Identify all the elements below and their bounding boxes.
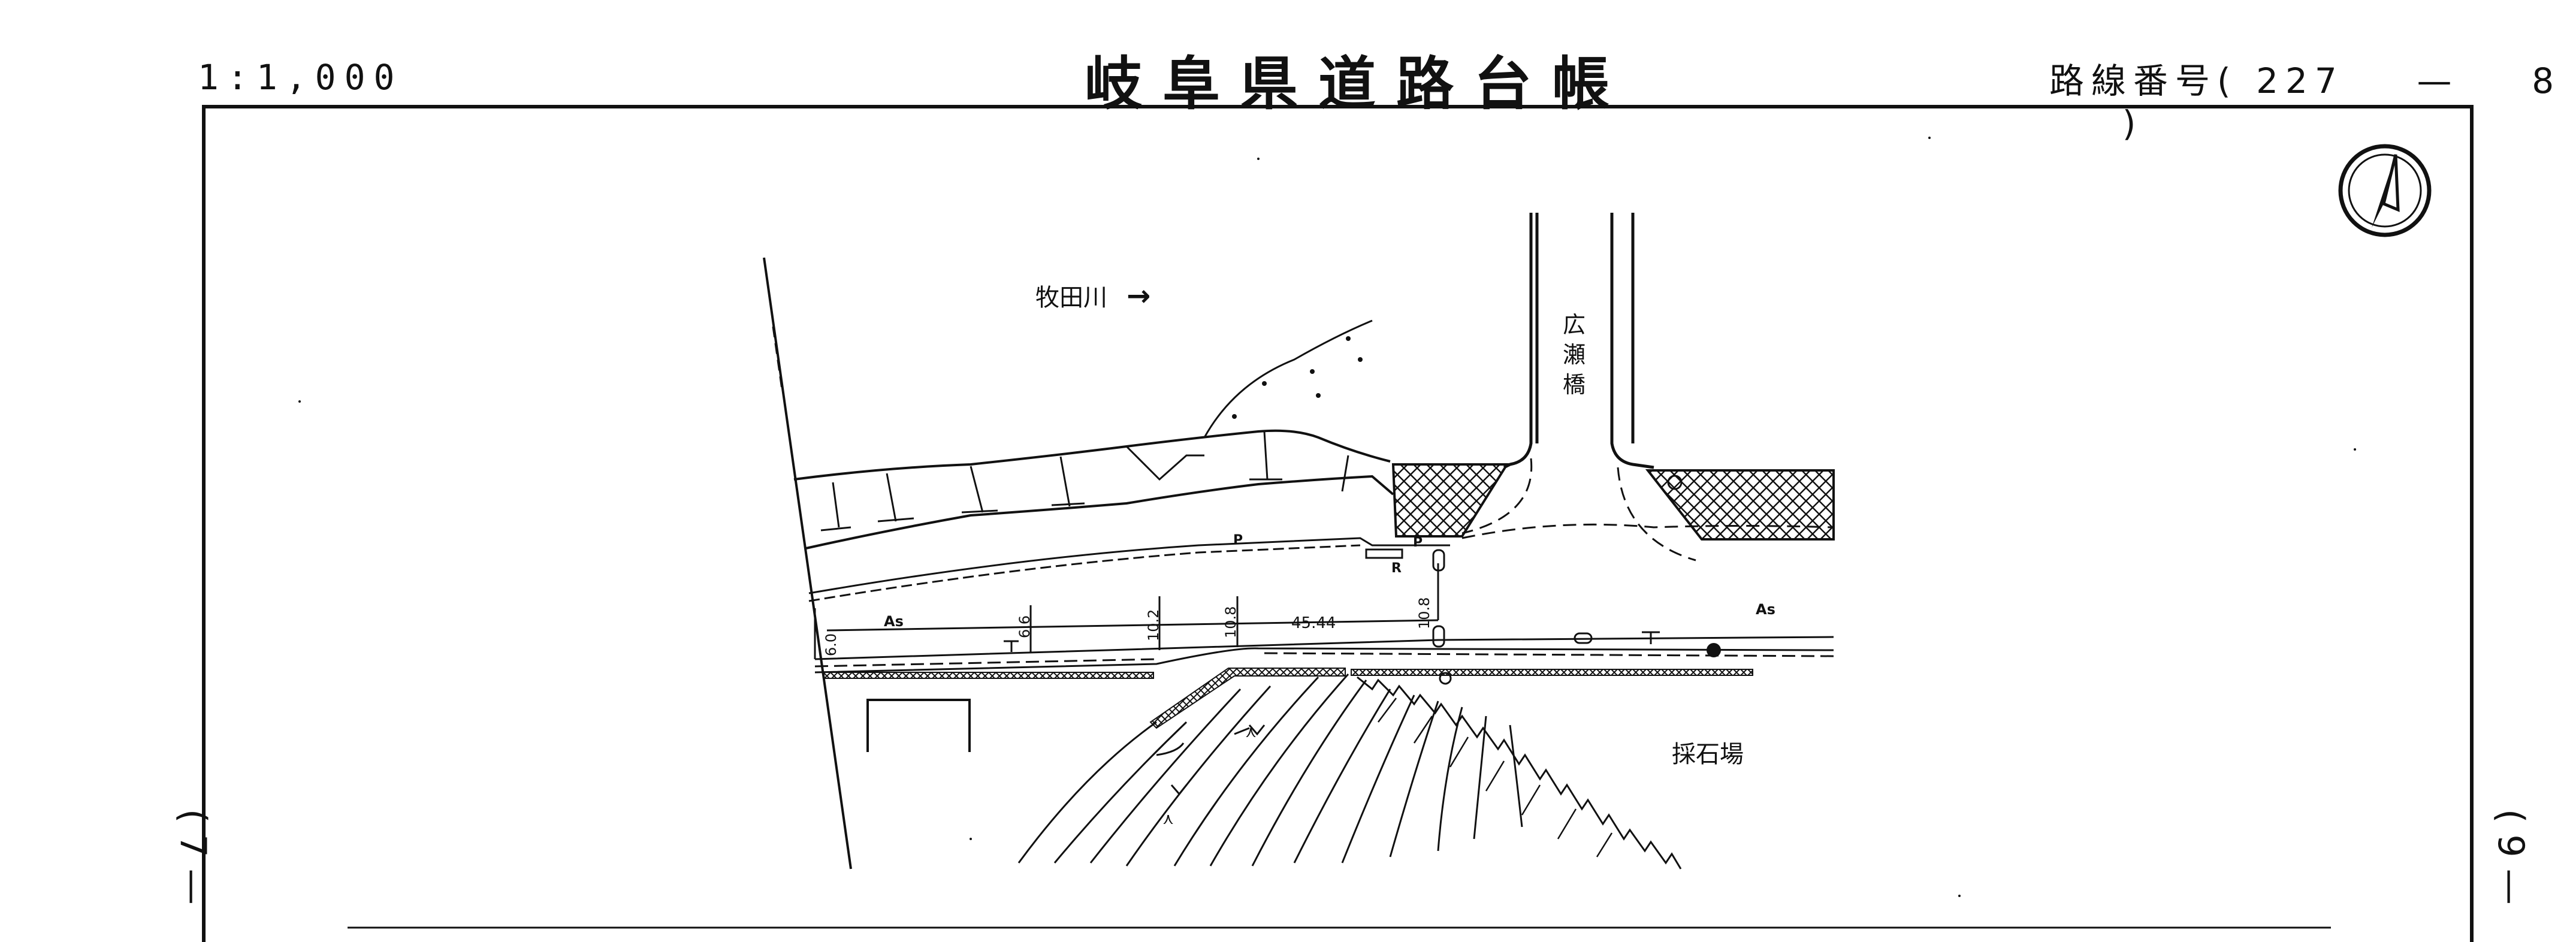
mark-p-left: P bbox=[1233, 533, 1243, 548]
river-flow-arrow: → bbox=[1127, 279, 1150, 313]
quarry-cut-edge bbox=[1357, 676, 1682, 869]
bridge-label-1: 広 bbox=[1563, 312, 1586, 338]
svg-text:⋏: ⋏ bbox=[1162, 810, 1174, 828]
width-10-2: 10.2 bbox=[1145, 609, 1162, 641]
abutment-hatch-right bbox=[1645, 469, 1835, 541]
route-close: ) bbox=[2122, 103, 2143, 144]
river-bank-upper bbox=[793, 429, 1391, 481]
guardrail-left bbox=[823, 672, 1154, 679]
width-10-8-b: 10.8 bbox=[1416, 597, 1433, 629]
route-code: 227 bbox=[2256, 61, 2344, 101]
svg-text:⋏: ⋏ bbox=[1245, 723, 1257, 741]
width-6-6: 6.6 bbox=[1016, 615, 1033, 638]
abutment-hatch-left bbox=[1391, 463, 1509, 538]
river-label: 牧田川 bbox=[1035, 284, 1107, 312]
quarry-slopes bbox=[1017, 673, 1523, 866]
route-label: 路線番号( bbox=[2049, 61, 2238, 101]
north-arrow-icon bbox=[2338, 144, 2432, 237]
building-outline bbox=[866, 699, 971, 752]
bridge-label-2: 瀬 bbox=[1563, 342, 1586, 368]
guardrail-curve bbox=[1149, 668, 1346, 729]
left-road-edge bbox=[763, 257, 852, 869]
guardrail-right bbox=[1351, 669, 1753, 676]
width-6-0: 6.0 bbox=[823, 633, 839, 656]
surface-label-right: As bbox=[1756, 601, 1775, 618]
mark-p-bridge: P bbox=[1413, 535, 1423, 550]
route-sheet: 8 bbox=[2532, 61, 2562, 101]
route-dash: — bbox=[2417, 61, 2459, 101]
mark-r: R bbox=[1391, 561, 1402, 576]
bridge-label-3: 橋 bbox=[1563, 372, 1586, 398]
surface-label-left: As bbox=[884, 613, 904, 630]
river-bank-lower bbox=[805, 475, 1394, 550]
width-10-8: 10.8 bbox=[1222, 606, 1239, 638]
map-frame bbox=[202, 105, 2474, 942]
length-label: 45.44 bbox=[1291, 614, 1336, 632]
map-scale: 1:1,000 bbox=[198, 57, 403, 98]
route-number: 路線番号( 227 — 8 ) bbox=[2049, 53, 2576, 144]
quarry-label: 採石場 bbox=[1672, 741, 1744, 768]
bridge-outline bbox=[1503, 213, 1654, 469]
